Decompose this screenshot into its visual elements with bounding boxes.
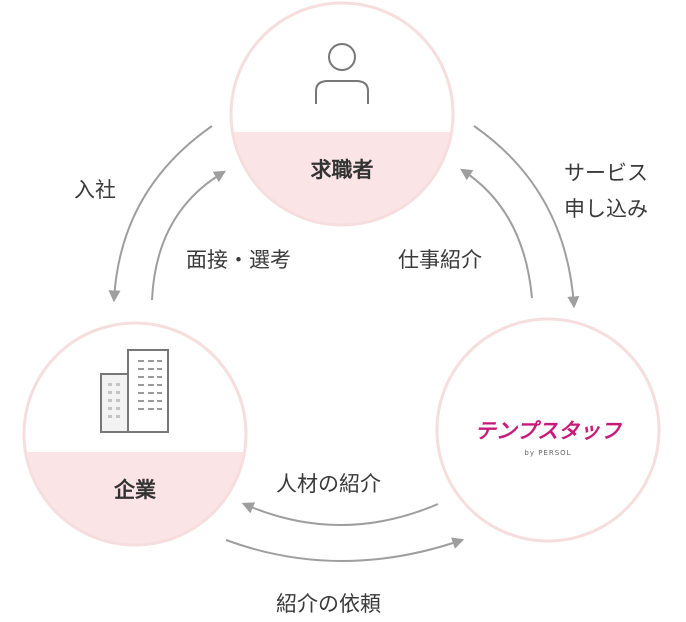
arrow-job-intro <box>459 168 533 299</box>
node-company-label: 企業 <box>113 478 157 502</box>
node-job-seeker-label: 求職者 <box>311 158 374 182</box>
node-job-seeker-band <box>230 132 454 226</box>
label-entry: 入社 <box>74 178 116 202</box>
label-interview: 面接・選考 <box>186 248 291 272</box>
person-icon <box>315 43 369 104</box>
node-job-seeker: 求職者 <box>229 1 455 227</box>
arrow-talent-intro <box>241 502 439 526</box>
node-company: 企業 <box>22 321 248 547</box>
node-agency: テンプスタッフ by PERSOL <box>435 317 661 543</box>
label-talent-intro: 人材の紹介 <box>276 472 381 496</box>
arrow-interview <box>151 170 227 301</box>
node-company-circle <box>22 321 248 547</box>
arrow-service-apply <box>473 125 580 309</box>
label-job-intro: 仕事紹介 <box>398 248 482 272</box>
arrow-intro-request <box>225 537 465 562</box>
node-agency-circle <box>435 317 661 543</box>
building-icon <box>100 349 169 433</box>
agency-logo: テンプスタッフ <box>475 419 623 443</box>
label-service-apply-1: サービス <box>564 161 648 185</box>
label-intro-request: 紹介の依頼 <box>276 592 381 616</box>
node-job-seeker-circle <box>229 1 455 227</box>
arrow-entry <box>108 125 213 303</box>
label-service-apply-2: 申し込み <box>564 197 648 221</box>
agency-logo-sub: by PERSOL <box>524 449 571 457</box>
